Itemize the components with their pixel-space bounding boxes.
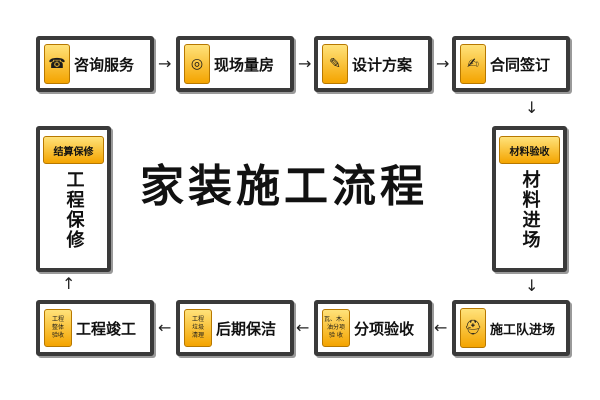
step-cleaning: 工程垃圾清理 后期保洁 — [176, 300, 294, 356]
step-label: 工程竣工 — [76, 319, 137, 338]
step-label: 后期保洁 — [216, 319, 277, 338]
step-materials: 材料验收 材料进场 — [492, 126, 567, 272]
step-contract: ✍ 合同签订 — [452, 36, 570, 92]
step-completion: 工程整体验收 工程竣工 — [36, 300, 154, 356]
completion-badge: 工程整体验收 — [44, 309, 72, 347]
step-itemized-inspection: 瓦、木、油分项验 收 分项验收 — [314, 300, 432, 356]
step-label: 工程保修 — [63, 170, 85, 250]
step-warranty: 结算保修 工程保修 — [36, 126, 111, 272]
step-label: 设计方案 — [352, 55, 413, 74]
cleaning-badge: 工程垃圾清理 — [184, 309, 212, 347]
step-label: 合同签订 — [490, 55, 551, 74]
arrow-left-icon: ← — [434, 318, 448, 337]
diagram-title: 家装施工流程 — [140, 161, 428, 212]
arrow-down-icon: ↓ — [525, 276, 539, 295]
arrow-left-icon: ← — [296, 318, 310, 337]
materials-badge: 材料验收 — [499, 136, 560, 164]
step-label: 材料进场 — [519, 170, 541, 250]
warranty-badge: 结算保修 — [43, 136, 104, 164]
arrow-right-icon: → — [298, 54, 312, 73]
arrow-down-icon: ↓ — [525, 98, 539, 117]
step-measurement: ◎ 现场量房 — [176, 36, 294, 92]
tape-measure-icon: ◎ — [184, 44, 210, 84]
step-consultation: ☎ 咨询服务 — [36, 36, 154, 92]
step-label: 咨询服务 — [74, 55, 135, 74]
step-label: 施工队进场 — [490, 322, 556, 338]
arrow-left-icon: ← — [158, 318, 172, 337]
inspection-badge: 瓦、木、油分项验 收 — [322, 309, 350, 347]
step-design: ✎ 设计方案 — [314, 36, 432, 92]
arrow-right-icon: → — [436, 54, 450, 73]
arrow-right-icon: → — [158, 54, 172, 73]
design-icon: ✎ — [322, 44, 348, 84]
helmet-icon: ⛑ — [460, 308, 486, 348]
step-label: 分项验收 — [354, 319, 415, 338]
step-label: 现场量房 — [214, 55, 275, 74]
phone-icon: ☎ — [44, 44, 70, 84]
step-crew-entry: ⛑ 施工队进场 — [452, 300, 570, 356]
arrow-up-icon: ↑ — [62, 274, 76, 293]
contract-icon: ✍ — [460, 44, 486, 84]
